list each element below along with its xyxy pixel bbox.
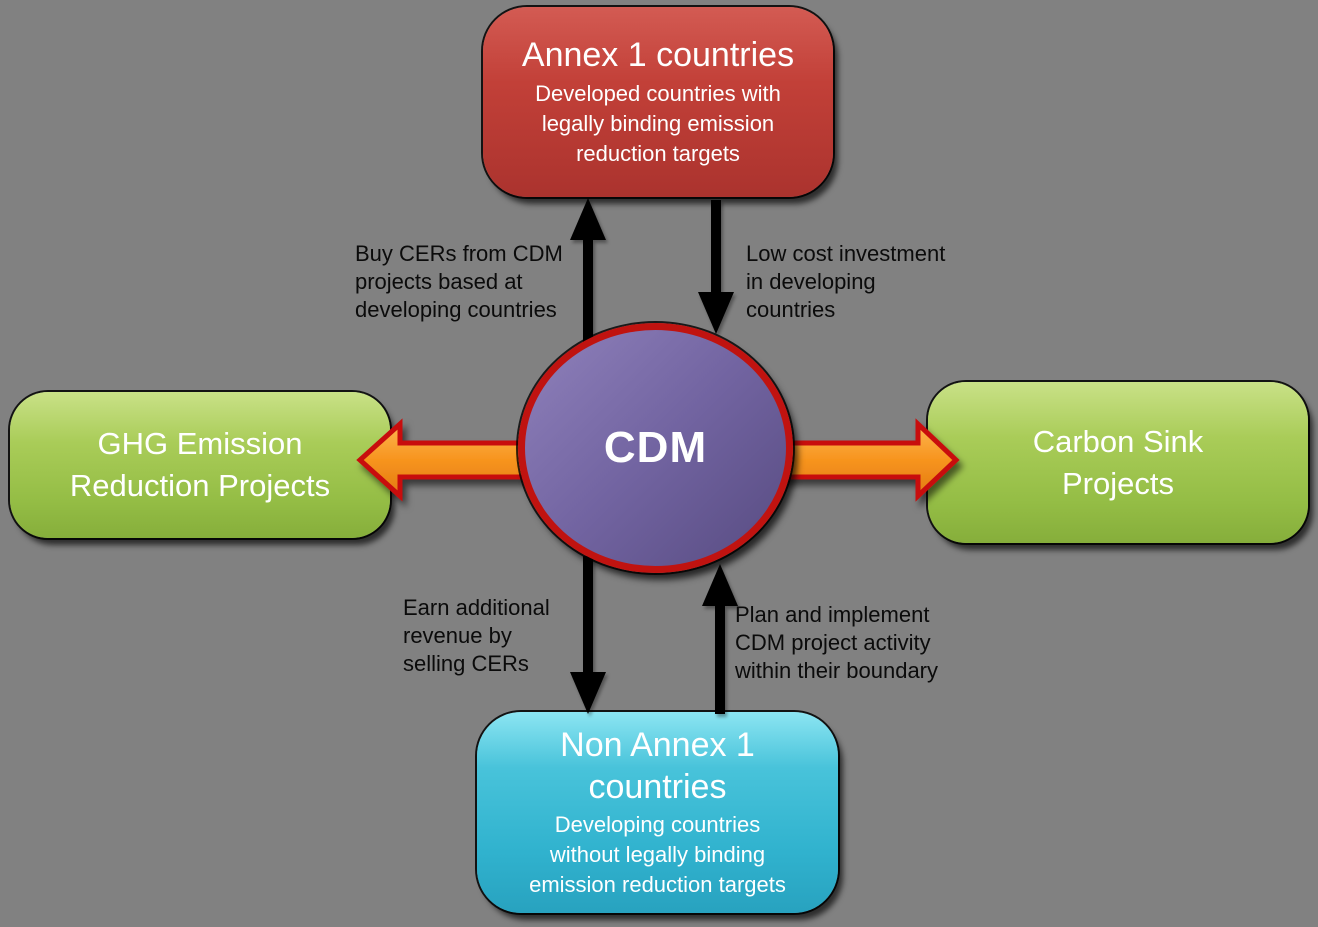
node-annex1-countries: Annex 1 countries Developed countries wi… (483, 7, 833, 197)
edge-label-line: Earn additional (403, 595, 550, 620)
node-ghg-emission-reduction-projects: GHG Emission Reduction Projects (10, 392, 390, 538)
arrow-up-buy-cers (570, 198, 606, 346)
annex1-subtitle-line: legally binding emission (541, 110, 775, 136)
annex1-title: Annex 1 countries (521, 36, 795, 75)
edge-label-line: countries (746, 297, 836, 322)
node-carbon-sink-projects: Carbon Sink Projects (928, 382, 1308, 543)
edge-label-line: revenue by (403, 623, 512, 648)
non-annex1-subtitle-line: without legally binding (549, 842, 766, 868)
edge-label-line: Plan and implement (735, 602, 930, 627)
edge-label-line: developing countries (355, 297, 557, 322)
edge-label-line: Low cost investment (746, 241, 946, 266)
non-annex1-subtitle-line: Developing countries (554, 812, 761, 838)
carbon-sink-title-line: Carbon Sink (1032, 423, 1204, 459)
ghg-title: GHG Emission Reduction Projects (70, 423, 330, 507)
node-non-annex1-countries: Non Annex 1 countries Developing countri… (477, 712, 838, 913)
annex1-subtitle-line: reduction targets (576, 140, 740, 166)
edge-label-line: CDM project activity (735, 630, 931, 655)
arrow-down-earn-revenue (570, 556, 606, 714)
arrow-up-plan-implement (702, 564, 738, 714)
edge-label-plan-implement: Plan and implement CDM project activity … (735, 601, 938, 685)
edge-label-line: projects based at (355, 269, 523, 294)
annex1-subtitle-line: Developed countries with (535, 80, 781, 106)
non-annex1-subtitle-line: emission reduction targets (529, 871, 786, 897)
non-annex1-title-line: countries (588, 767, 727, 806)
edge-label-line: Buy CERs from CDM (355, 241, 563, 266)
edge-label-line: within their boundary (735, 658, 939, 683)
ghg-title-line: Reduction Projects (69, 468, 331, 503)
edge-label-line: in developing (746, 269, 876, 294)
cdm-title: CDM (603, 423, 708, 473)
non-annex1-title: Non Annex 1 countries (560, 725, 755, 808)
arrow-down-low-cost (698, 200, 734, 334)
edge-label-low-cost: Low cost investment in developing countr… (746, 240, 945, 324)
carbon-sink-title: Carbon Sink Projects (1033, 421, 1204, 505)
edge-label-buy-cers: Buy CERs from CDM projects based at deve… (355, 240, 563, 324)
carbon-sink-title-line: Projects (1062, 465, 1174, 501)
non-annex1-title-line: Non Annex 1 (560, 726, 755, 765)
non-annex1-subtitle: Developing countries without legally bin… (529, 810, 786, 900)
ghg-title-line: GHG Emission (97, 426, 303, 462)
edge-label-earn-revenue: Earn additional revenue by selling CERs (403, 594, 550, 678)
node-cdm: CDM (518, 323, 793, 573)
edge-label-line: selling CERs (403, 651, 529, 676)
annex1-subtitle: Developed countries with legally binding… (535, 79, 781, 169)
